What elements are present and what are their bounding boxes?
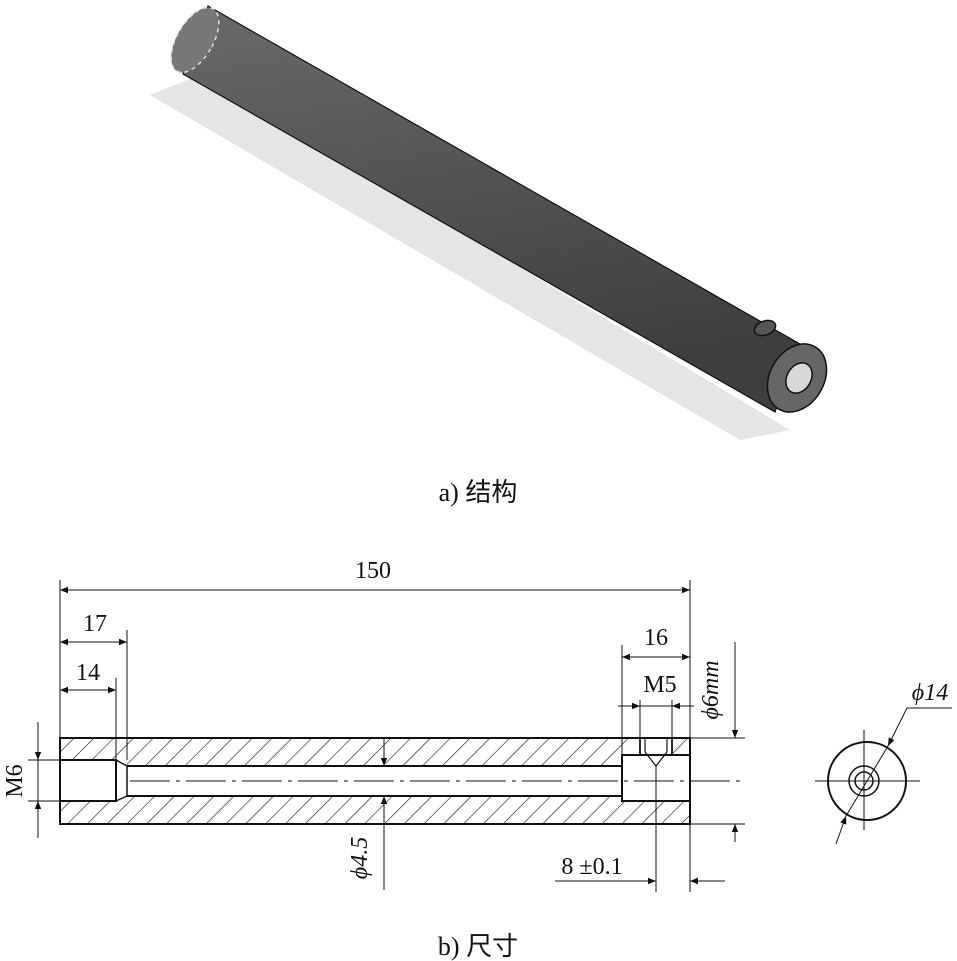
dim-16: 16	[621, 625, 690, 755]
svg-text:150: 150	[355, 558, 391, 584]
svg-text:8 ±0.1: 8 ±0.1	[561, 854, 622, 880]
left-counterbore	[60, 759, 117, 802]
dim-phi-6mm: ϕ6mm	[690, 642, 745, 842]
caption-b: b) 尺寸	[438, 932, 518, 961]
lower-wall-hatch	[60, 796, 690, 824]
dim-14: 14	[60, 660, 117, 760]
svg-text:ϕ14: ϕ14	[912, 680, 948, 706]
dim-8-tol: 8 ±0.1	[555, 766, 725, 892]
section-view	[59, 737, 740, 825]
tube-3d-view	[150, 5, 828, 440]
tube-far-end	[170, 6, 220, 74]
svg-text:ϕ4.5: ϕ4.5	[347, 837, 373, 879]
svg-text:ϕ6mm: ϕ6mm	[698, 660, 724, 719]
svg-text:M5: M5	[643, 672, 676, 698]
svg-text:17: 17	[83, 611, 107, 637]
tube-bore	[785, 362, 813, 394]
dim-m6: M6	[2, 722, 60, 838]
dim-150: 150	[59, 558, 691, 738]
svg-text:16: 16	[644, 625, 668, 651]
end-view: ϕ14	[815, 680, 952, 845]
caption-a: a) 结构	[439, 478, 518, 507]
dim-phi-4-5: ϕ4.5	[347, 738, 388, 890]
upper-wall-hatch	[60, 738, 690, 766]
dim-m5: M5	[618, 672, 694, 738]
svg-text:M6: M6	[2, 764, 28, 797]
svg-text:14: 14	[76, 660, 100, 686]
tube-body	[182, 5, 801, 413]
side-hole-m5	[639, 738, 673, 755]
tube-shadow	[150, 75, 790, 440]
tube-side-hole	[753, 319, 777, 337]
dim-17: 17	[60, 611, 128, 760]
